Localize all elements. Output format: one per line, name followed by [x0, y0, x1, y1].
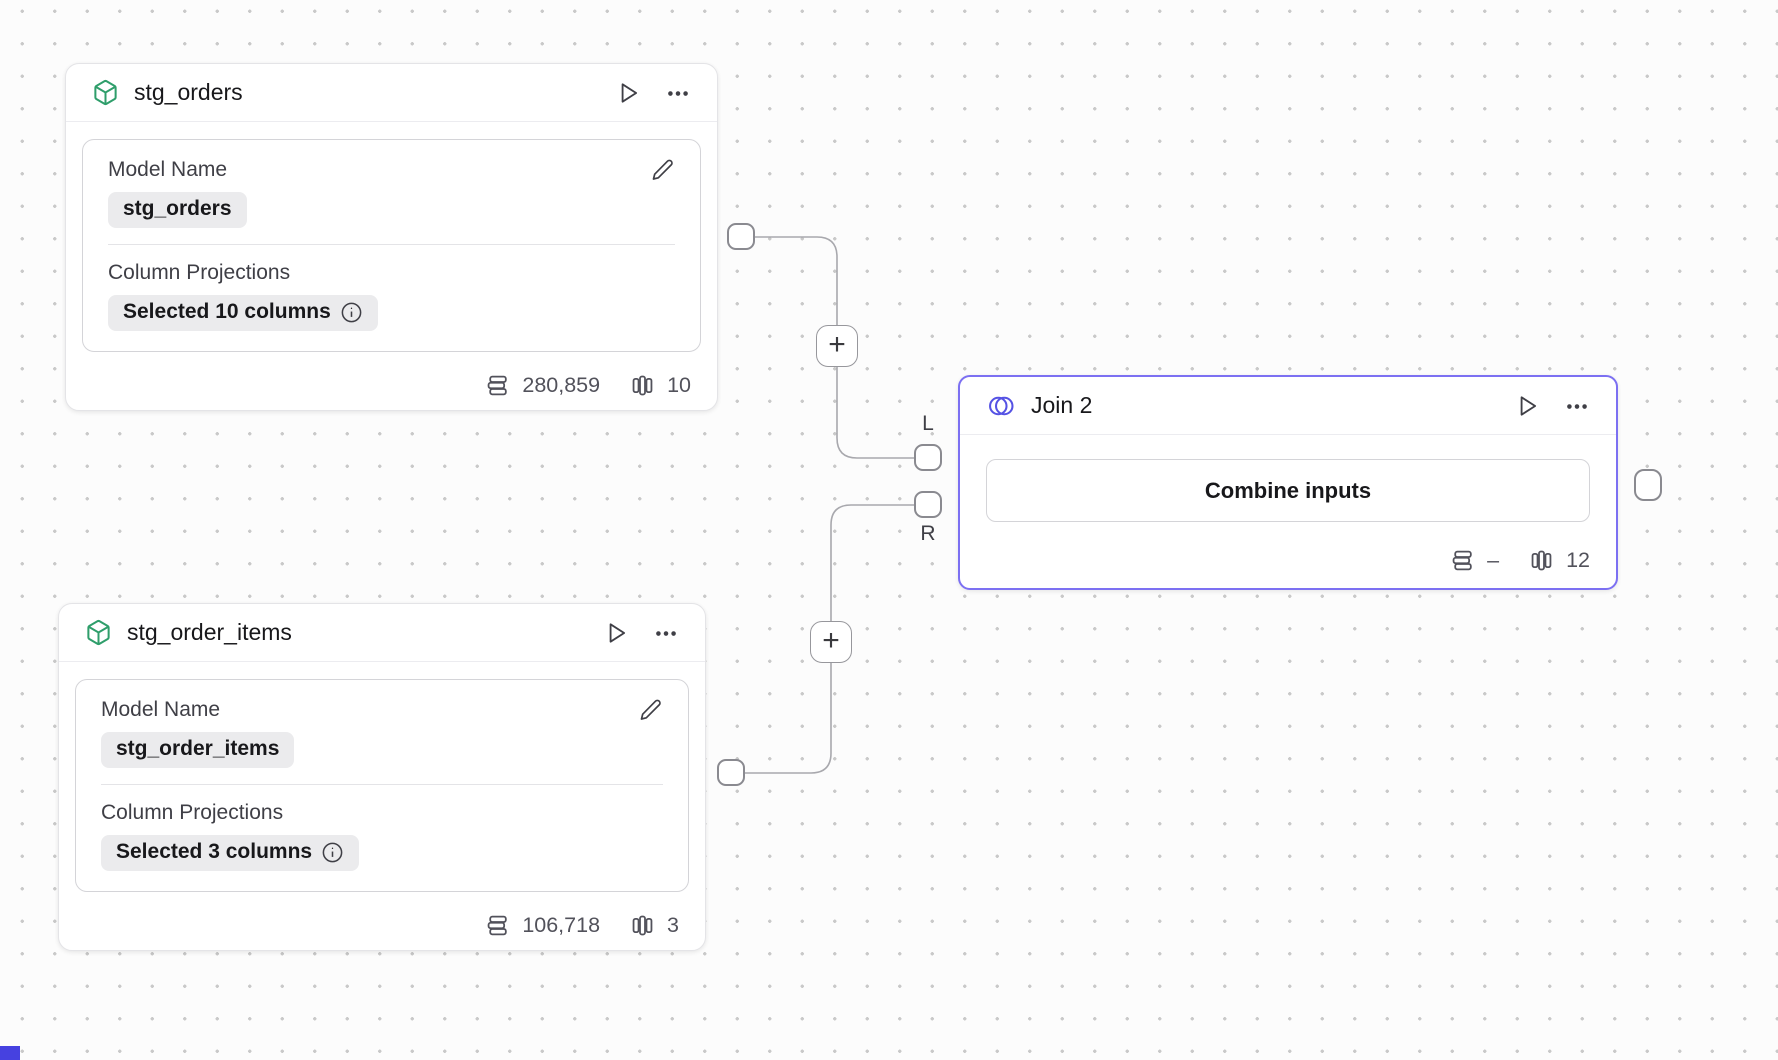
node-header: Join 2	[960, 377, 1616, 434]
combine-inputs-button[interactable]: Combine inputs	[986, 459, 1590, 522]
divider	[59, 661, 705, 662]
table-columns-icon	[1531, 550, 1552, 571]
node-stats: 280,859 10	[66, 352, 717, 398]
join-venn-icon	[986, 393, 1016, 419]
divider	[960, 434, 1616, 435]
join-output-port[interactable]	[1634, 469, 1662, 501]
run-node-button[interactable]	[1514, 393, 1540, 419]
join-left-port-label: L	[922, 412, 934, 435]
node-menu-button[interactable]	[653, 620, 679, 646]
join-left-input-port[interactable]	[914, 444, 942, 471]
node-stats: – 12	[960, 522, 1616, 573]
add-step-on-edge-button[interactable]: +	[816, 325, 858, 367]
row-count: –	[1487, 548, 1500, 572]
column-count: 12	[1566, 548, 1590, 572]
node-join-2[interactable]: Join 2 Combine inputs – 12	[958, 375, 1618, 590]
column-projections-pill[interactable]: Selected 10 columns	[108, 295, 378, 331]
edit-pencil-icon[interactable]	[651, 158, 675, 182]
table-columns-icon	[632, 375, 653, 396]
node-stats: 106,718 3	[59, 892, 705, 938]
node-header: stg_orders	[66, 64, 717, 121]
model-name-label: Model Name	[108, 158, 228, 181]
table-rows-icon	[488, 375, 508, 396]
node-menu-button[interactable]	[665, 80, 691, 106]
join-right-input-port[interactable]	[914, 491, 942, 518]
add-step-on-edge-button[interactable]: +	[810, 621, 852, 663]
node-stg-order-items[interactable]: stg_order_items Model Name stg_order_ite…	[58, 603, 706, 951]
row-count: 106,718	[522, 913, 601, 937]
info-circle-icon[interactable]	[321, 841, 344, 864]
node-title: stg_order_items	[127, 619, 292, 645]
column-projections-label: Column Projections	[101, 801, 284, 824]
model-config-card: Model Name stg_order_items Column Projec…	[75, 679, 689, 892]
model-name-pill[interactable]: stg_orders	[108, 192, 247, 228]
column-count: 3	[667, 913, 679, 937]
model-name-label: Model Name	[101, 698, 221, 721]
divider	[108, 244, 675, 245]
output-port-stg-orders[interactable]	[727, 223, 755, 250]
canvas-corner-accent	[0, 1046, 20, 1060]
node-stg-orders[interactable]: stg_orders Model Name stg_orders Co	[65, 63, 718, 411]
output-port-stg-order-items[interactable]	[717, 759, 745, 786]
node-title: stg_orders	[134, 79, 243, 105]
row-count: 280,859	[522, 373, 601, 397]
divider	[101, 784, 663, 785]
run-node-button[interactable]	[615, 80, 641, 106]
node-menu-button[interactable]	[1564, 393, 1590, 419]
node-header: stg_order_items	[59, 604, 705, 661]
divider	[66, 121, 717, 122]
model-name-pill[interactable]: stg_order_items	[101, 732, 295, 768]
join-right-port-label: R	[920, 522, 936, 545]
table-rows-icon	[1452, 550, 1472, 571]
model-cube-icon	[85, 619, 112, 646]
info-circle-icon[interactable]	[340, 301, 363, 324]
column-projections-pill[interactable]: Selected 3 columns	[101, 835, 360, 871]
run-node-button[interactable]	[603, 620, 629, 646]
model-cube-icon	[92, 79, 119, 106]
column-projections-label: Column Projections	[108, 261, 291, 284]
table-rows-icon	[487, 915, 508, 936]
model-config-card: Model Name stg_orders Column Projections…	[82, 139, 701, 352]
table-columns-icon	[632, 915, 653, 936]
edit-pencil-icon[interactable]	[639, 698, 663, 722]
column-count: 10	[667, 373, 691, 397]
node-title: Join 2	[1031, 392, 1093, 418]
